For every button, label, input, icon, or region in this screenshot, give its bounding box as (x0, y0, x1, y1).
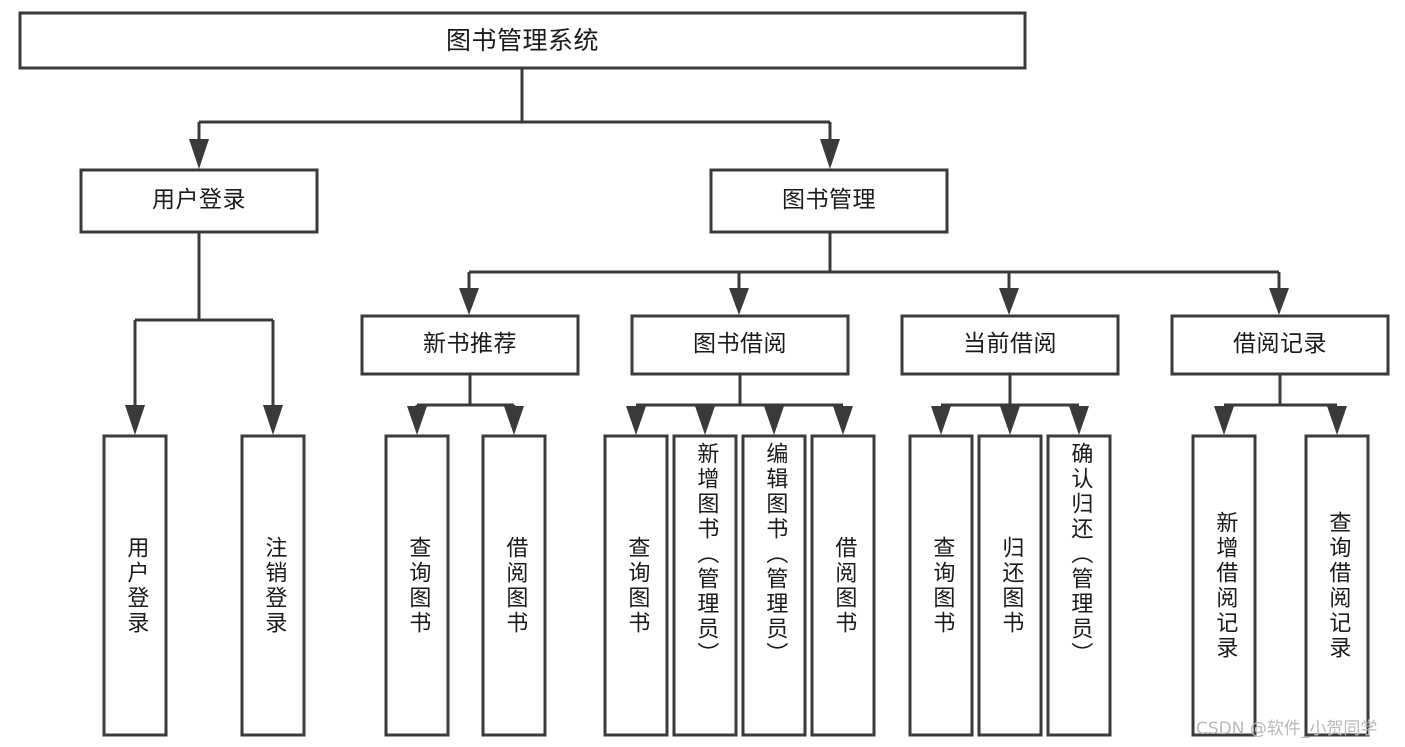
node-box-borrow-record[interactable] (1170, 314, 1390, 376)
node-box-leaf-logout[interactable] (240, 434, 306, 737)
arrow-head-book-borrow-leaf-3 (764, 406, 784, 435)
node-box-book-manage[interactable] (709, 168, 949, 234)
arrow-head-current-borrow-leaf-2 (1000, 406, 1020, 435)
arrow-head-to-user-login (189, 139, 209, 169)
node-box-leaf-return-book[interactable] (977, 434, 1043, 737)
node-box-book-borrow[interactable] (630, 314, 850, 376)
arrow-head-book-borrow-leaf-4 (833, 406, 853, 435)
arrow-head-user-login-leaf-2 (263, 405, 283, 435)
arrow-head-new-book-leaf-2 (504, 406, 524, 435)
arrow-head-to-current-borrow (999, 288, 1019, 315)
node-box-leaf-user-login[interactable] (102, 434, 168, 737)
node-box-leaf-query-borrow-record[interactable] (1304, 434, 1370, 737)
node-box-leaf-query-book-b[interactable] (603, 434, 669, 737)
arrow-head-current-borrow-leaf-3 (1069, 406, 1089, 435)
node-box-current-borrow[interactable] (900, 314, 1120, 376)
node-box-new-book-recommend[interactable] (360, 314, 580, 376)
node-box-leaf-add-borrow-record[interactable] (1191, 434, 1257, 737)
node-box-leaf-borrow-book-b[interactable] (810, 434, 876, 737)
node-box-root[interactable] (18, 11, 1027, 70)
node-box-leaf-confirm-return-admin[interactable] (1046, 434, 1112, 737)
arrow-head-user-login-leaf-1 (125, 405, 145, 435)
arrow-head-current-borrow-leaf-1 (931, 406, 951, 435)
node-box-leaf-borrow-book-a[interactable] (481, 434, 547, 737)
node-box-user-login[interactable] (79, 168, 319, 234)
node-box-leaf-add-book-admin[interactable] (672, 434, 738, 737)
arrow-head-book-borrow-leaf-2 (695, 406, 715, 435)
arrow-head-to-new-book (459, 288, 479, 315)
arrow-head-borrow-record-leaf-1 (1214, 406, 1234, 435)
node-box-leaf-query-book-a[interactable] (384, 434, 450, 737)
arrow-head-to-borrow-record (1269, 288, 1289, 315)
arrow-head-borrow-record-leaf-2 (1327, 406, 1347, 435)
arrow-head-new-book-leaf-1 (407, 406, 427, 435)
arrow-head-to-book-borrow (729, 288, 749, 315)
arrow-head-to-book-manage (820, 139, 840, 169)
arrow-head-book-borrow-leaf-1 (626, 406, 646, 435)
node-box-leaf-edit-book-admin[interactable] (741, 434, 807, 737)
node-box-leaf-query-book-c[interactable] (908, 434, 974, 737)
